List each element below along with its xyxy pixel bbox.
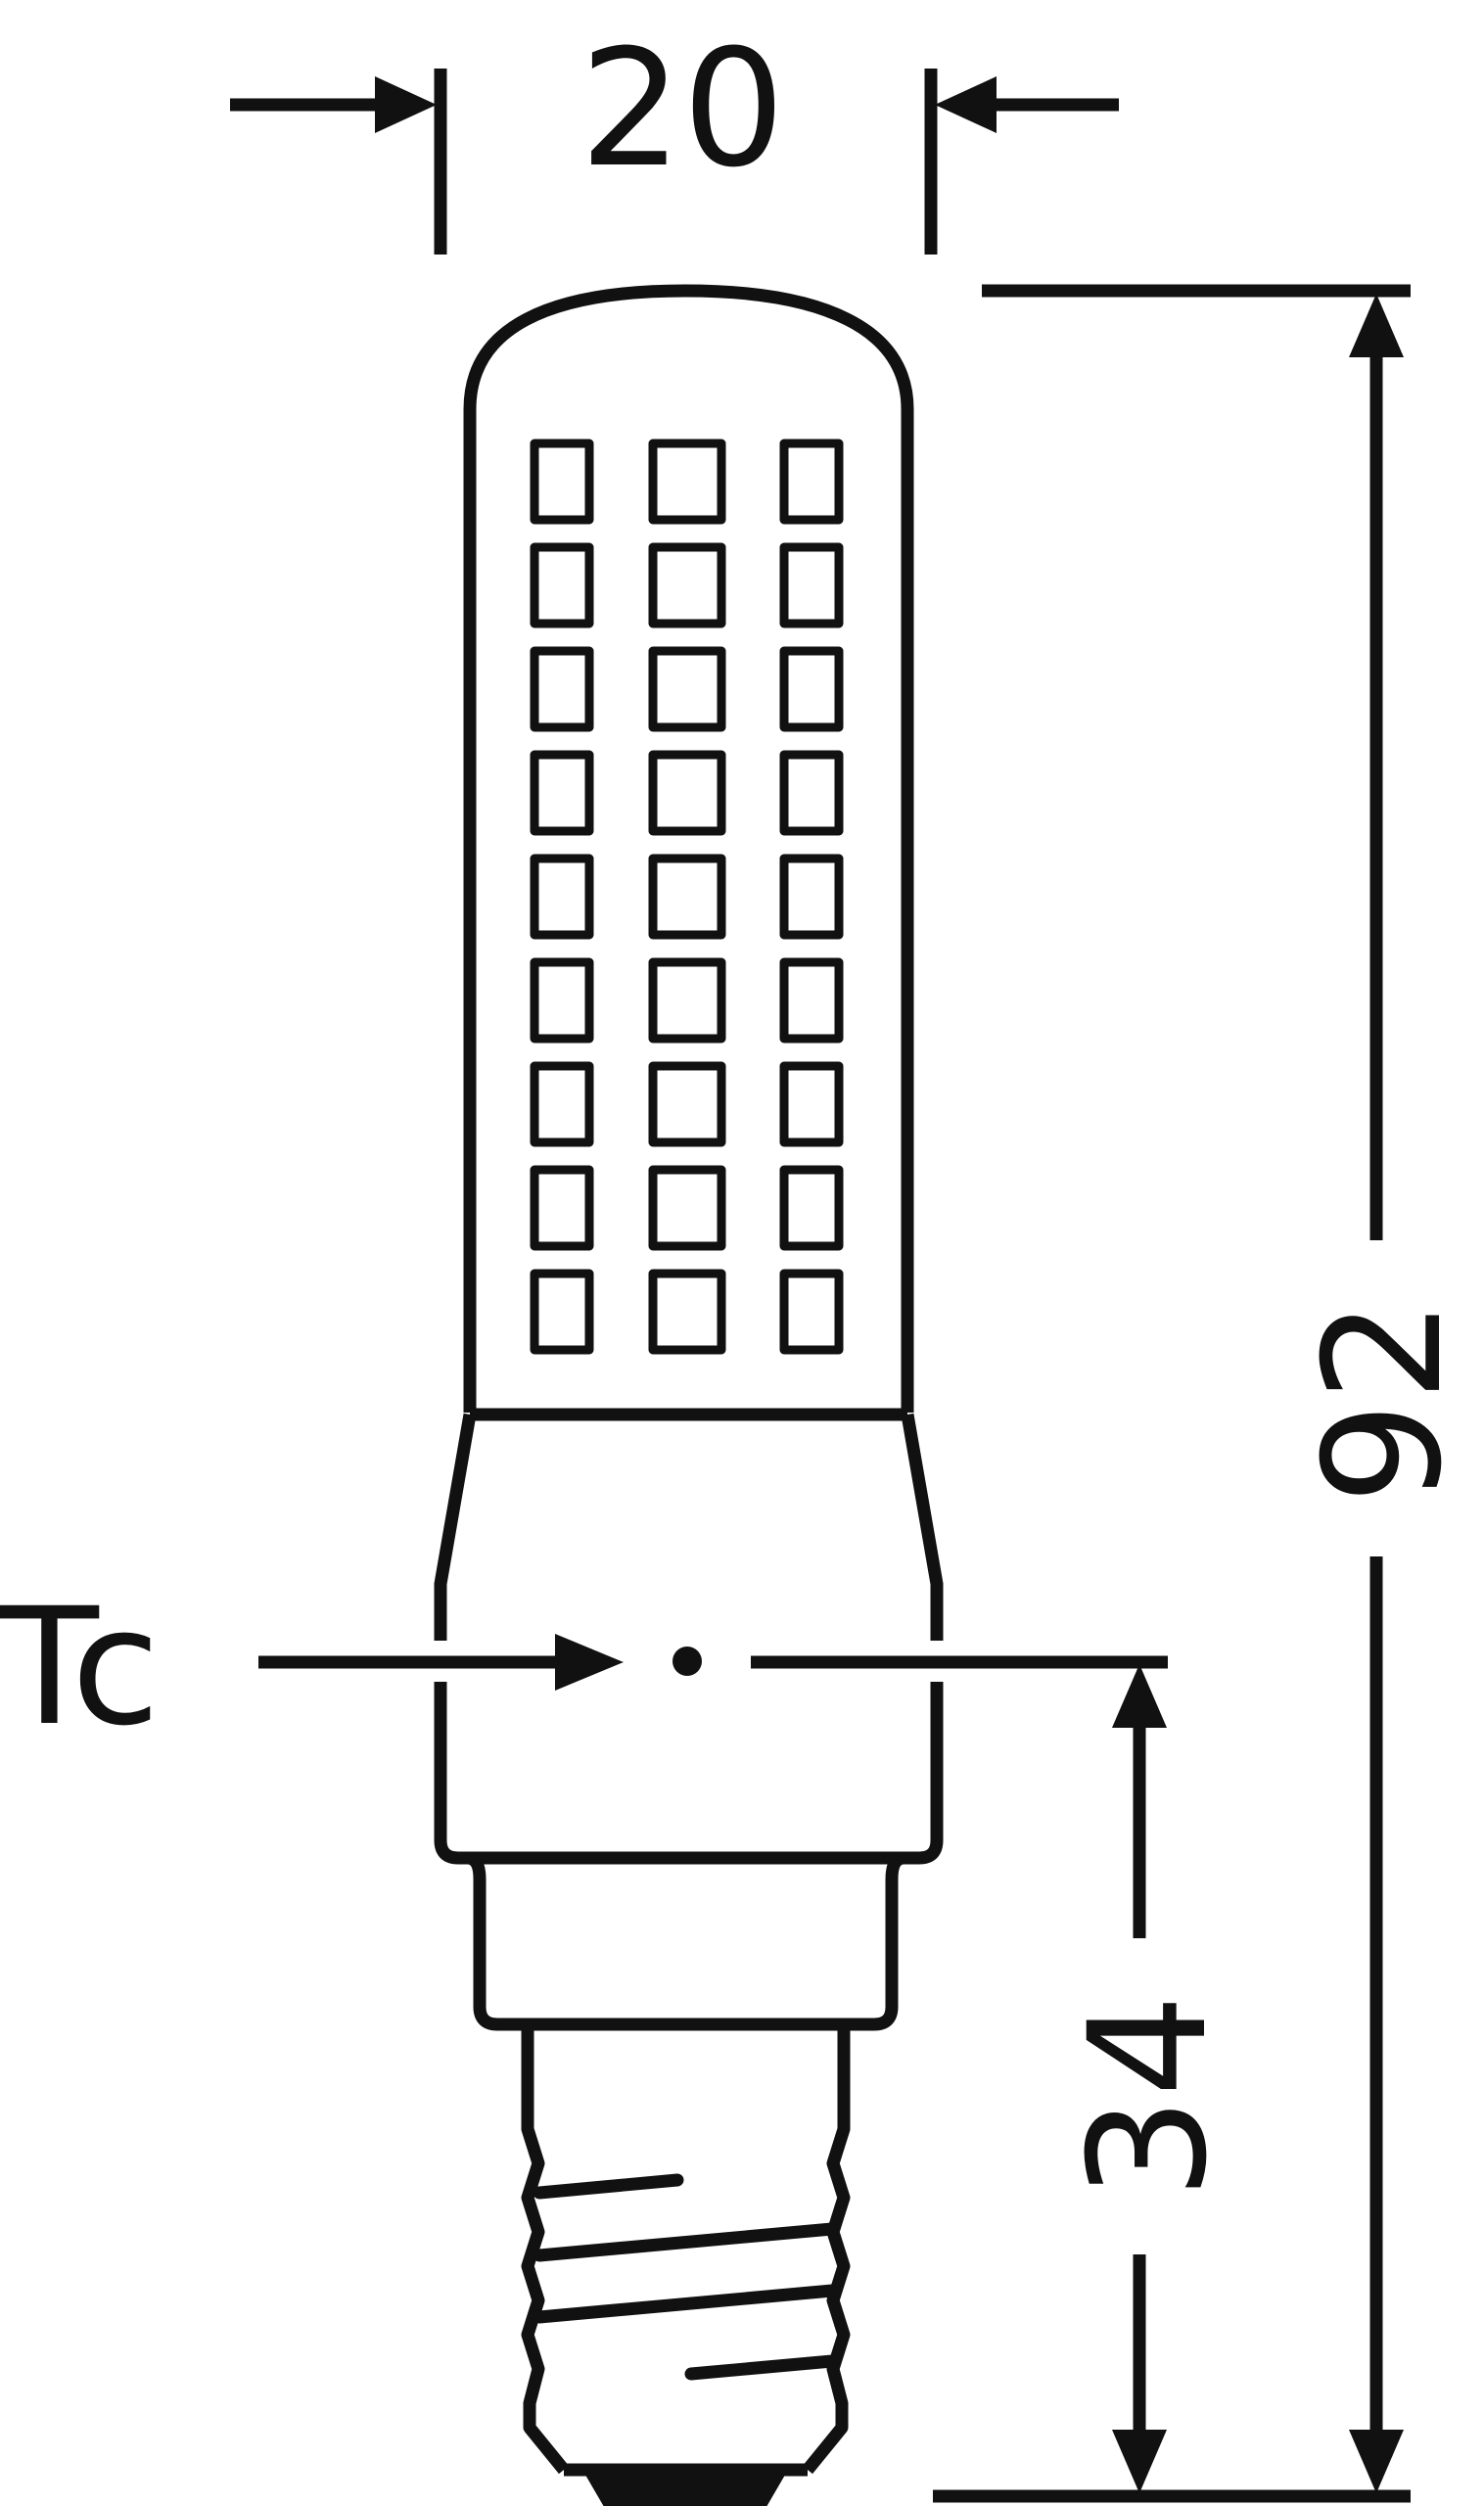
thread-2: [533, 2222, 839, 2262]
led-chip: [530, 854, 594, 940]
neck-right: [901, 1413, 944, 1641]
tc-height-arrow-bottom: [1112, 2430, 1167, 2493]
led-chip: [779, 750, 844, 836]
led-chip: [779, 1269, 844, 1355]
total-height-dimension: [933, 284, 1411, 2503]
led-chip: [779, 1165, 844, 1251]
led-chip: [779, 957, 844, 1044]
led-chip: [648, 750, 726, 836]
total-height-label: 92: [1289, 1299, 1477, 1505]
width-arrow-left: [375, 76, 437, 133]
collar: [467, 1851, 904, 2031]
tc-pointer: [258, 1634, 702, 1691]
led-chip: [530, 957, 594, 1044]
led-chip: [530, 439, 594, 525]
led-chip: [648, 542, 726, 628]
width-dimension: [230, 69, 1119, 255]
glass-tube: [463, 284, 914, 1413]
led-chip: [779, 1061, 844, 1147]
screw-right-edge: [802, 2026, 851, 2475]
width-arrow-right: [935, 76, 997, 133]
base-contact: [582, 2470, 788, 2506]
led-chip: [530, 750, 594, 836]
led-chip: [779, 854, 844, 940]
led-chip: [530, 1061, 594, 1147]
led-chip: [530, 646, 594, 732]
led-chip: [779, 542, 844, 628]
led-chip: [530, 1165, 594, 1251]
led-chip: [530, 1269, 594, 1355]
screw-left-edge: [521, 2026, 570, 2475]
tc-height-label: 34: [1054, 1994, 1242, 2200]
width-label: 20: [580, 15, 785, 203]
tc-height-arrow-top: [1112, 1664, 1167, 1728]
lamp-body: [434, 284, 944, 2031]
thread-1: [533, 2173, 684, 2200]
thread-4: [684, 2354, 839, 2381]
housing: [434, 1682, 944, 1865]
led-chip: [648, 1061, 726, 1147]
led-chip: [779, 439, 844, 525]
tc-pointer-arrow: [555, 1634, 624, 1691]
led-chip: [648, 957, 726, 1044]
screw-base: [521, 2026, 851, 2506]
led-grid: [530, 439, 844, 1355]
led-chip: [648, 1269, 726, 1355]
total-height-arrow-top: [1349, 294, 1404, 357]
tc-height-dimension: [751, 1655, 1168, 2493]
total-height-arrow-bottom: [1349, 2430, 1404, 2493]
tc-label: Tc: [0, 1573, 160, 1761]
thread-3: [533, 2284, 839, 2324]
tc-measure-point: [672, 1647, 702, 1676]
led-chip: [648, 854, 726, 940]
led-chip: [648, 439, 726, 525]
led-chip: [648, 646, 726, 732]
led-chip: [530, 542, 594, 628]
neck-left: [434, 1413, 477, 1641]
led-chip: [648, 1165, 726, 1251]
led-chip: [779, 646, 844, 732]
